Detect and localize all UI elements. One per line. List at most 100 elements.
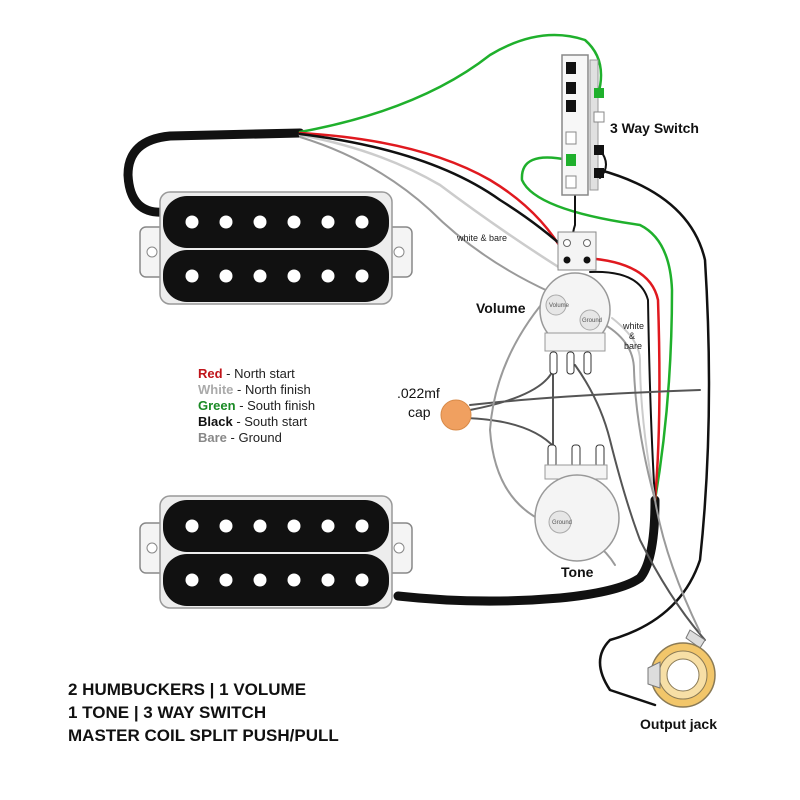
- jack-hole: [666, 658, 700, 692]
- neck-white-wire: [298, 133, 562, 270]
- cap-body: [440, 399, 472, 431]
- mount-hole: [393, 542, 405, 554]
- volume-label: Volume: [476, 300, 526, 316]
- legend-desc: - North finish: [233, 382, 310, 397]
- pole-piece: [219, 519, 233, 533]
- switch-lug: [594, 88, 604, 98]
- color-legend: Red - North start White - North finish G…: [198, 366, 315, 445]
- neck-pickup-cable: [123, 128, 305, 217]
- pole-piece: [219, 269, 233, 283]
- pole-piece: [253, 573, 267, 587]
- volume-lug: [583, 351, 592, 375]
- pp-lug: [563, 256, 571, 264]
- output-jack-label: Output jack: [640, 716, 717, 732]
- bridge-red-wire: [583, 256, 661, 502]
- switch-rail: [589, 59, 599, 191]
- pole-piece: [321, 215, 335, 229]
- legend-desc: - South start: [233, 414, 308, 429]
- pole-piece: [287, 215, 301, 229]
- pole-piece: [185, 269, 199, 283]
- jack-tip-lug: [647, 661, 661, 689]
- cap-to-switch: [469, 389, 701, 406]
- title-line-3: MASTER COIL SPLIT PUSH/PULL: [68, 726, 339, 745]
- legend-item-bare: Bare - Ground: [198, 430, 282, 445]
- legend-item-white: White - North finish: [198, 382, 311, 397]
- pole-piece: [321, 573, 335, 587]
- pole-piece: [287, 269, 301, 283]
- bridge-pickup-cable: [393, 495, 660, 606]
- volume-pot: Volume Ground Volume: [476, 231, 611, 375]
- pole-piece: [185, 519, 199, 533]
- bridge-black-wire: [589, 270, 656, 501]
- volume-output-wire: [574, 364, 706, 641]
- capacitor: .022mf cap: [397, 385, 472, 431]
- output-jack: Output jack: [640, 629, 717, 732]
- legend-key: Green: [198, 398, 236, 413]
- switch-lug: [565, 131, 577, 145]
- volume-ground-dot: [579, 309, 601, 331]
- mount-hole: [393, 246, 405, 258]
- push-pull-switch: [557, 231, 597, 271]
- tone-ground-label: Ground: [552, 520, 572, 526]
- volume-lug-to-cap: [454, 364, 556, 415]
- ground-wire-jack: [654, 499, 701, 633]
- tone-lug: [547, 444, 557, 468]
- switch-label: 3 Way Switch: [610, 120, 699, 136]
- switch-lug: [594, 145, 604, 155]
- white-bare-label-right-2: &: [629, 331, 635, 341]
- neck-humbucker: [139, 191, 413, 305]
- legend-item-green: Green - South finish: [198, 398, 315, 413]
- bridge-bare-wire: [599, 321, 656, 501]
- pole-piece: [253, 269, 267, 283]
- switch-lug: [565, 175, 577, 189]
- neck-bare-wire: [299, 136, 551, 293]
- wires: [123, 33, 711, 707]
- mount-hole: [146, 542, 158, 554]
- pp-lug: [583, 239, 591, 247]
- volume-pot-base: [544, 332, 606, 352]
- pole-piece: [185, 215, 199, 229]
- pole-piece: [287, 573, 301, 587]
- white-bare-label-right-3: bare: [624, 341, 642, 351]
- legend-desc: - South finish: [236, 398, 316, 413]
- bridge-humbucker: [139, 495, 413, 609]
- switch-lug: [566, 100, 576, 112]
- switch-green-loop: [520, 156, 674, 502]
- white-bare-label-top: white & bare: [456, 233, 507, 243]
- volume-lug: [549, 351, 558, 375]
- legend-key: Bare: [198, 430, 227, 445]
- pp-lug: [583, 256, 591, 264]
- switch-lug: [566, 154, 576, 166]
- tone-lug: [571, 444, 581, 468]
- bridge-white-wire: [611, 317, 656, 501]
- switch-lug: [593, 111, 605, 123]
- pole-piece: [219, 573, 233, 587]
- neck-red-wire: [298, 131, 567, 257]
- pole-piece: [287, 519, 301, 533]
- neck-green-wire: [298, 33, 603, 134]
- legend-key: White: [198, 382, 233, 397]
- three-way-switch: 3 Way Switch: [561, 54, 699, 196]
- switch-black-wire: [598, 168, 711, 707]
- pole-piece: [355, 215, 369, 229]
- pole-piece: [355, 519, 369, 533]
- ground-wire-volume-tone: [489, 299, 546, 523]
- pole-piece: [321, 269, 335, 283]
- pole-piece: [219, 215, 233, 229]
- switch-lug: [594, 168, 604, 178]
- coil-top: [163, 196, 389, 248]
- pole-piece: [185, 573, 199, 587]
- volume-ground-label: Ground: [582, 318, 602, 324]
- title-line-2: 1 TONE | 3 WAY SWITCH: [68, 703, 266, 722]
- coil-bottom: [163, 554, 389, 606]
- pole-piece: [321, 519, 335, 533]
- white-bare-label-right-1: white: [622, 321, 644, 331]
- title-line-1: 2 HUMBUCKERS | 1 VOLUME: [68, 680, 306, 699]
- pole-piece: [253, 215, 267, 229]
- diagram-title: 2 HUMBUCKERS | 1 VOLUME 1 TONE | 3 WAY S…: [68, 680, 339, 745]
- legend-key: Red: [198, 366, 223, 381]
- pole-pieces: [185, 215, 369, 283]
- cap-label-line1: .022mf: [397, 385, 440, 401]
- pole-piece: [355, 573, 369, 587]
